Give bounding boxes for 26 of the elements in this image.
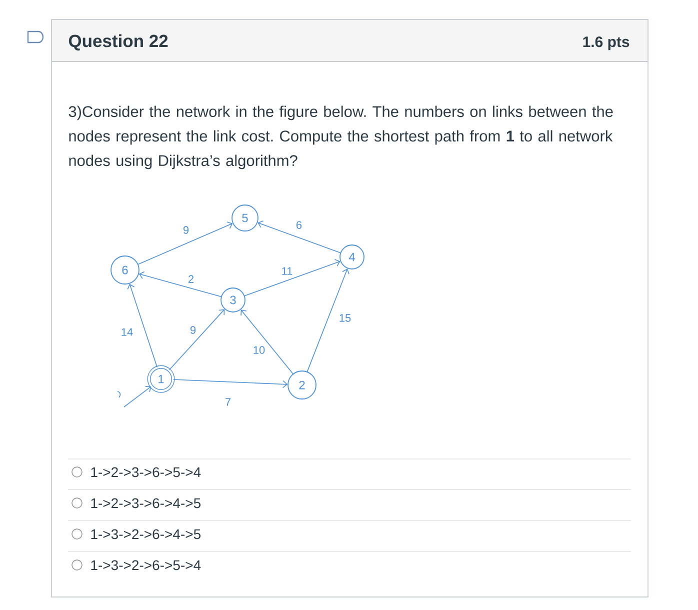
arrow [306, 268, 350, 372]
arrow [258, 220, 341, 254]
arrow [168, 309, 225, 370]
edge-label: 15 [340, 314, 351, 322]
arrow [244, 259, 340, 296]
question-text: 3)Consider the network in the figure below. The numbers on links between the nodes represent the link cost. Compute the shortest path from 1 to all network nodes using Dijkstra’s algorithm? [68, 106, 613, 170]
edge-label: 2 [188, 275, 194, 283]
arrow [127, 284, 158, 368]
edge-label: 14 [122, 328, 133, 336]
edge-label: 9 [183, 226, 189, 234]
edge-label: 7 [226, 398, 231, 406]
arrow [172, 379, 288, 388]
arrow [240, 310, 294, 374]
question-title: Question 22 [68, 34, 168, 50]
edge-label: 6 [296, 221, 302, 229]
arrow [124, 386, 152, 408]
arrow [138, 222, 233, 265]
points-label: 1.6 pts [583, 36, 630, 50]
answer-option: 1->3->2->6->4->5 [91, 529, 200, 540]
arrow [138, 271, 222, 298]
answer-option: 1->2->3->6->5->4 [91, 467, 201, 478]
edge-label: 11 [282, 267, 292, 275]
edge-label: 9 [190, 326, 196, 334]
edge-label: 10 [254, 346, 265, 354]
answer-option: 1->2->3->6->4->5 [91, 498, 200, 508]
answer-option: 1->3->2->6->5->4 [91, 560, 201, 570]
